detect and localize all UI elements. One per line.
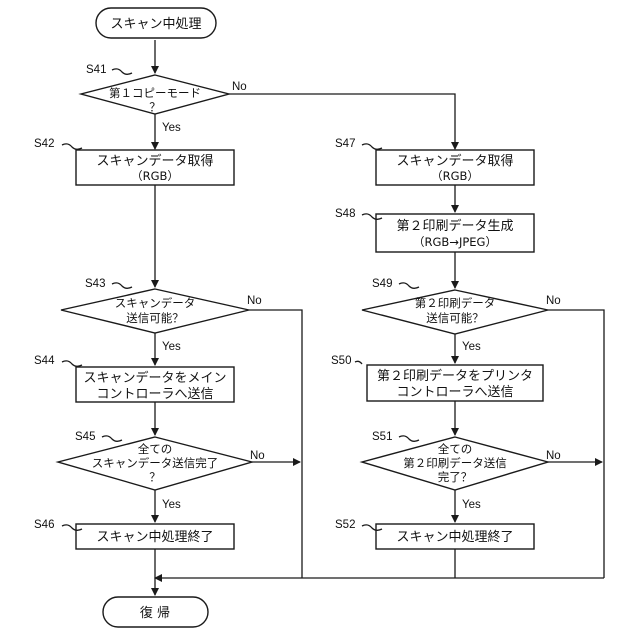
s47-line1: スキャンデータ取得 [396,153,513,169]
s45-no-label: No [250,450,265,462]
s45-line1: 全ての [138,442,173,456]
end-label: 復 帰 [140,605,170,621]
s42-line2: （RGB） [131,169,179,183]
s42-line1: スキャンデータ取得 [96,153,213,169]
s51-yes-label: Yes [462,499,481,511]
s43-line1: スキャンデータ [115,296,196,310]
start-label: スキャン中処理 [110,17,201,32]
s45-line3: ？ [149,470,161,484]
s43-id: S43 [85,278,105,290]
leader-s41 [112,69,132,74]
s52-id: S52 [335,519,355,531]
leader-s51 [399,436,419,441]
connector-lines [155,40,604,595]
s51-line1: 全ての [438,442,473,456]
s41-yes-label: Yes [162,122,181,134]
s51-id: S51 [372,431,392,443]
s49-line2: 送信可能？ [426,311,484,325]
s41-no-label: No [232,81,247,93]
s50-line1: 第２印刷データをプリンタ [377,368,533,384]
s44-id: S44 [34,355,55,367]
s43-line2: 送信可能？ [126,311,184,325]
s50-line2: コントローラへ送信 [396,385,513,400]
s45-yes-label: Yes [162,499,181,511]
leader-s43 [112,283,132,288]
arrow-s43-no [249,310,302,578]
leader-s45 [102,436,122,441]
s43-no-label: No [247,295,262,307]
s51-line3: 完了？ [438,470,473,484]
s41-line1: 第１コピーモード [109,86,201,100]
s52-line1: スキャン中処理終了 [396,529,513,545]
s49-no-label: No [546,295,561,307]
s46-id: S46 [34,519,54,531]
s46-line1: スキャン中処理終了 [96,529,213,545]
s47-line2: （RGB） [431,169,479,183]
s41-line2: ？ [149,100,161,114]
s49-line1: 第２印刷データ [415,296,496,310]
s43-yes-label: Yes [162,341,181,353]
s44-line1: スキャンデータをメイン [83,370,226,386]
s45-id: S45 [75,431,95,443]
s48-id: S48 [335,208,355,220]
leader-s47 [362,144,382,149]
s48-line1: 第２印刷データ生成 [396,218,513,234]
s51-no-label: No [546,450,561,462]
leader-s50 [355,361,362,364]
s42-id: S42 [34,138,54,150]
s47-id: S47 [335,138,355,150]
s41-id: S41 [86,64,106,76]
leader-s44 [62,361,82,366]
s49-yes-label: Yes [462,341,481,353]
s45-line2: スキャンデータ送信完了 [92,456,219,470]
s48-line2: （RGB→JPEG） [413,235,497,249]
s44-line2: コントローラへ送信 [96,387,213,402]
s49-id: S49 [372,278,392,290]
s51-line2: 第２印刷データ送信 [403,456,507,470]
leader-s42 [62,144,82,149]
leader-s49 [399,283,419,288]
arrow-s49-no [548,310,604,578]
s50-id: S50 [331,355,351,367]
